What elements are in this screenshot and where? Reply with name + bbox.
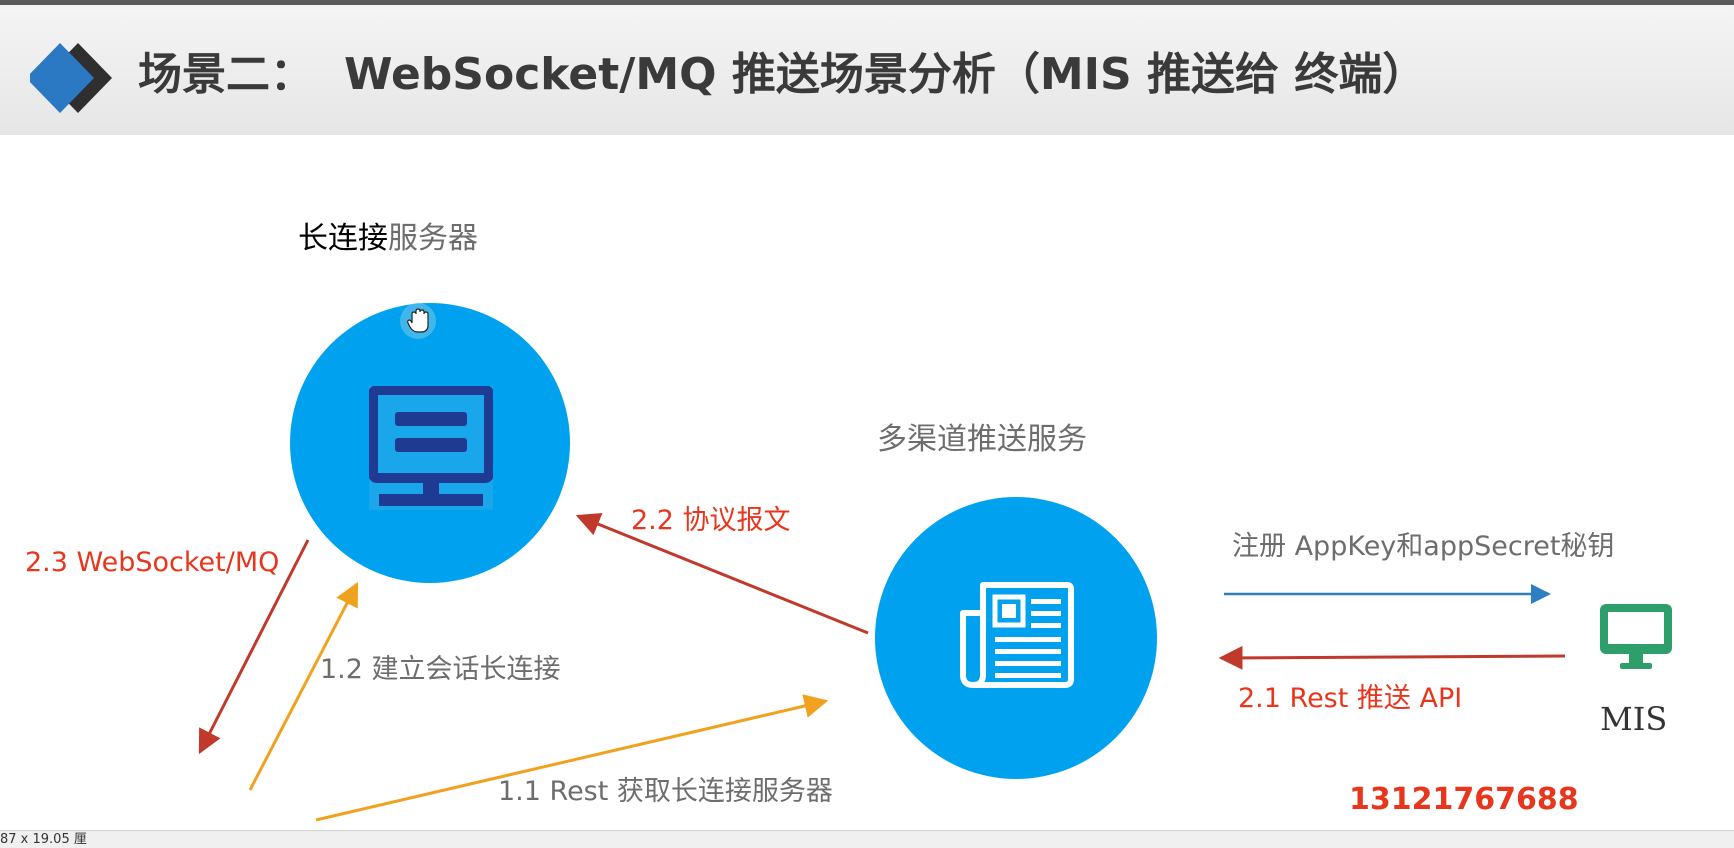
edge-label-1-2: 1.2 建立会话长连接 — [320, 654, 561, 685]
newspaper-icon — [960, 582, 1074, 688]
title-part-1: 场景二： — [138, 49, 314, 100]
phone-number: 13121767688 — [1349, 782, 1579, 817]
monitor-icon[interactable] — [1598, 602, 1674, 672]
multi-channel-push-label: 多渠道推送服务 — [877, 422, 1087, 457]
arrow-2-2 — [575, 512, 869, 635]
arrow-1-1 — [315, 694, 829, 822]
hand-cursor-icon — [400, 303, 436, 339]
status-bar: 87 x 19.05 厘 — [0, 830, 1734, 848]
long-conn-server-label-rest: 服务器 — [388, 221, 478, 256]
server-icon — [369, 386, 493, 510]
edge-label-2-2: 2.2 协议报文 — [631, 505, 791, 536]
long-conn-server-label-bold: 长连接 — [298, 221, 388, 256]
edge-label-2-1: 2.1 Rest 推送 API — [1238, 683, 1463, 714]
arrow-1-2 — [248, 581, 359, 791]
arrow-2-1 — [1218, 645, 1566, 670]
mis-label: MIS — [1600, 700, 1668, 738]
top-strip — [0, 0, 1734, 5]
edge-label-register: 注册 AppKey和appSecret秘钥 — [1232, 531, 1615, 562]
diamond-logo-icon — [30, 43, 112, 113]
arrow-2-3 — [198, 539, 310, 755]
slide-header: 场景二： WebSocket/MQ 推送场景分析（MIS 推送给 终端） — [0, 5, 1734, 135]
long-conn-server-node[interactable] — [290, 303, 570, 583]
multi-channel-push-node[interactable] — [875, 497, 1157, 779]
edge-label-1-1: 1.1 Rest 获取长连接服务器 — [498, 776, 833, 807]
page-title: 场景二： WebSocket/MQ 推送场景分析（MIS 推送给 终端） — [138, 45, 1426, 105]
status-bar-text: 87 x 19.05 厘 — [0, 832, 87, 847]
title-part-2: WebSocket/MQ 推送场景分析（MIS 推送给 终端） — [344, 49, 1427, 100]
edge-label-2-3: 2.3 WebSocket/MQ — [25, 547, 280, 578]
long-conn-server-label: 长连接服务器 — [298, 221, 478, 257]
